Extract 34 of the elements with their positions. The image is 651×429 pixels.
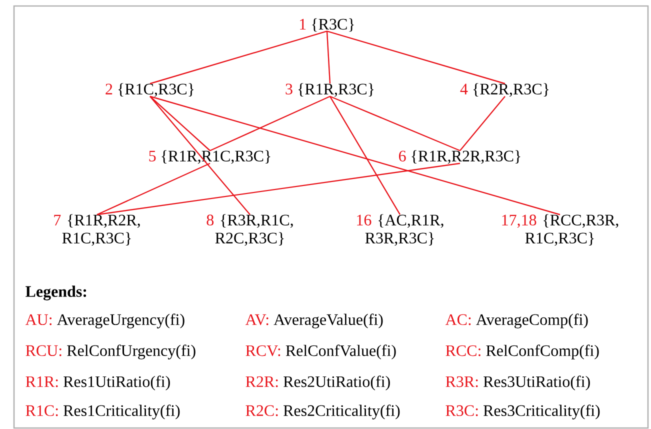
connector-line <box>150 30 328 84</box>
connector-line <box>150 96 210 152</box>
set-label: 17,18 {RCC,R3R, R1C,R3C} <box>502 214 618 246</box>
connector-line <box>150 96 250 215</box>
set-label: 1 {R3C} <box>300 18 354 32</box>
set-label: 7 {R1R,R2R, R1C,R3C} <box>54 214 140 246</box>
legend-entry: AC: AverageComp(fi) <box>445 314 588 328</box>
legend-entry: AV: AverageValue(fi) <box>245 314 383 328</box>
connector-line <box>210 96 330 152</box>
set-label: 3 {R1R,R3C} <box>286 83 374 97</box>
legend-entry: R2C: Res2Criticality(fi) <box>246 404 400 420</box>
connector-line <box>460 96 506 151</box>
legend-heading: Legends: <box>26 286 86 300</box>
connector-line <box>96 162 460 216</box>
set-label: 6 {R1R,R2R,R3C} <box>399 150 520 164</box>
legend-entry: RCV: RelConfValue(fi) <box>246 344 396 360</box>
connector-line <box>96 162 210 216</box>
connector-line <box>326 30 506 84</box>
set-label: 2 {R1C,R3C} <box>106 83 194 97</box>
connector-line <box>150 96 560 216</box>
legend-entry: RCU: RelConfUrgency(fi) <box>26 344 196 360</box>
set-label: 8 {R3R,R1C, R2C,R3C} <box>206 214 293 246</box>
legend-entry: RCC: RelConfComp(fi) <box>446 344 599 360</box>
connector-line <box>329 96 401 215</box>
set-label: 4 {R2R,R3C} <box>460 83 549 97</box>
legend-entry: R2R: Res2UtiRatio(fi) <box>246 376 390 390</box>
connector-line <box>330 96 460 152</box>
set-label: 16 {AC,R1R, R3R,R3C} <box>357 214 444 246</box>
legend-entry: AU: AverageUrgency(fi) <box>25 314 184 328</box>
connector-line <box>326 31 331 84</box>
legend-entry: R1C: Res1Criticality(fi) <box>26 404 180 420</box>
legend-entry: R1R: Res1UtiRatio(fi) <box>26 376 170 390</box>
legend-entry: R3C: Res3Criticality(fi) <box>446 404 600 420</box>
legend-entry: R3R: Res3UtiRatio(fi) <box>446 376 590 390</box>
